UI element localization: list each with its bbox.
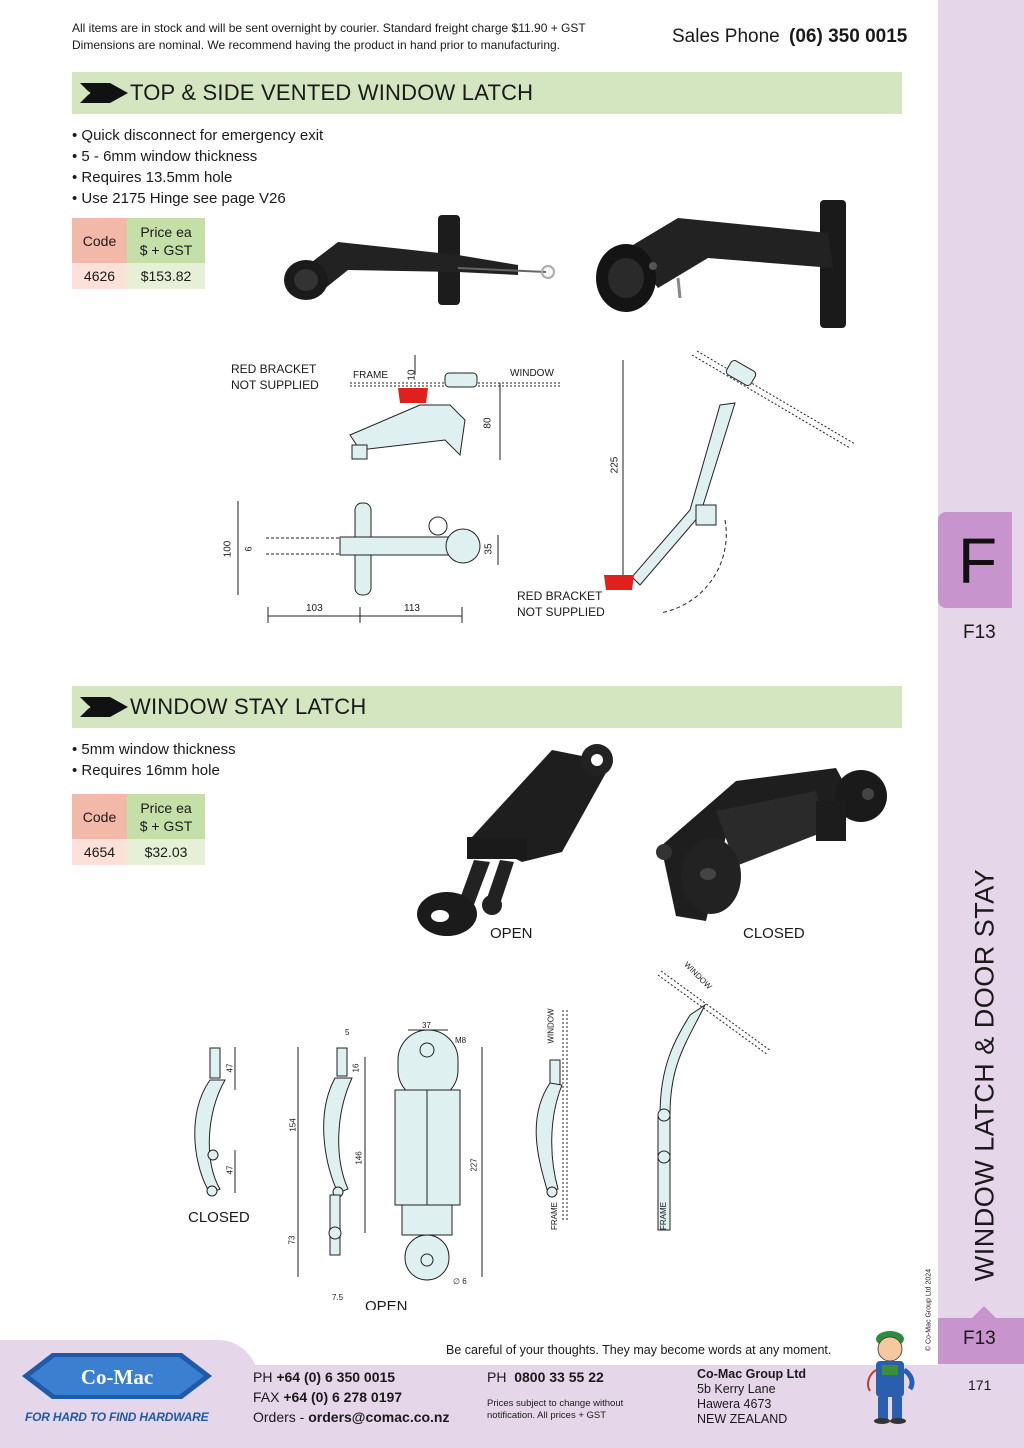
- orders-email-link[interactable]: orders@comac.co.nz: [308, 1409, 450, 1425]
- price-note: Prices subject to change without notific…: [487, 1398, 624, 1421]
- freephone: PH 0800 33 55 22: [487, 1369, 604, 1385]
- product-price: $32.03: [127, 839, 205, 865]
- stay-latch-drawing: [194, 970, 772, 1281]
- page-tab: F13: [938, 1306, 1024, 1364]
- closed-label: CLOSED: [743, 925, 805, 942]
- product-code: 4654: [72, 839, 127, 865]
- header-note-line1: All items are in stock and will be sent …: [72, 21, 586, 35]
- dimension-label: 100: [222, 540, 234, 558]
- copyright: © Co-Mac Group Ltd 2024: [925, 1268, 933, 1352]
- product-code: 4626: [72, 263, 127, 289]
- header-note: All items are in stock and will be sent …: [72, 20, 586, 54]
- open-label: OPEN: [490, 925, 533, 942]
- price-table: Code Price ea$ + GST 4626 $153.82: [72, 218, 205, 289]
- dimension-label: 73: [287, 1235, 297, 1245]
- comac-logo: Co-Mac: [22, 1353, 212, 1399]
- dimension-label: 5: [345, 1028, 350, 1037]
- dimension-label: 7.5: [332, 1293, 344, 1302]
- stay-latch-photo-open: [417, 744, 613, 936]
- price-header: Price ea$ + GST: [127, 218, 205, 263]
- vented-latch-drawing: [237, 350, 856, 623]
- list-item: • Use 2175 Hinge see page V26: [72, 190, 286, 207]
- closed-drawing-label: CLOSED: [188, 1209, 250, 1226]
- dimension-label: 113: [404, 603, 420, 614]
- product-price: $153.82: [127, 263, 205, 289]
- section-title: WINDOW STAY LATCH: [130, 694, 367, 719]
- feature-list: • Quick disconnect for emergency exit • …: [72, 125, 323, 209]
- sidebar-title: WINDOW LATCH & DOOR STAY: [969, 868, 1000, 1282]
- section-header-stay-latch: WINDOW STAY LATCH: [72, 686, 902, 728]
- footer-quote: Be careful of your thoughts. They may be…: [446, 1343, 832, 1357]
- tagline: FOR HARD TO FIND HARDWARE: [25, 1410, 209, 1424]
- price-header: Price ea$ + GST: [127, 794, 205, 839]
- open-drawing-label: OPEN: [365, 1298, 408, 1310]
- window-label: WINDOW: [546, 1008, 556, 1044]
- sidebar: [938, 0, 1024, 1448]
- section-title: TOP & SIDE VENTED WINDOW LATCH: [130, 80, 534, 105]
- window-label: WINDOW: [510, 368, 554, 379]
- contact-info: PH +64 (0) 6 350 0015 FAX +64 (0) 6 278 …: [253, 1369, 450, 1425]
- latch-photo-left: [284, 215, 555, 305]
- sales-phone: Sales Phone (06) 350 0015: [672, 26, 907, 48]
- frame-label: FRAME: [659, 1202, 668, 1230]
- thread-label: M8: [455, 1036, 467, 1045]
- arrow-icon: [80, 697, 128, 717]
- frame-label: FRAME: [550, 1202, 559, 1230]
- arrow-icon: [80, 83, 128, 103]
- dimension-label: 80: [482, 417, 494, 429]
- frame-label: FRAME: [353, 370, 388, 381]
- dimension-label: 154: [288, 1118, 298, 1132]
- dimension-label: 103: [306, 603, 323, 614]
- latch-photo-right: [596, 200, 846, 328]
- stay-latch-photo-closed: [656, 768, 887, 921]
- mascot-icon: [867, 1331, 915, 1424]
- dimension-label: 47: [225, 1165, 235, 1175]
- feature-list: • 5mm window thickness • Requires 16mm h…: [72, 739, 236, 781]
- phone-number[interactable]: +64 (0) 6 350 0015: [276, 1369, 396, 1385]
- dimension-label: 16: [351, 1063, 361, 1073]
- freephone-number[interactable]: 0800 33 55 22: [514, 1369, 604, 1385]
- code-header: Code: [72, 218, 127, 263]
- dimension-label: 146: [354, 1151, 364, 1165]
- code-header: Code: [72, 794, 127, 839]
- sales-phone-number: (06) 350 0015: [789, 26, 908, 47]
- list-item: • 5mm window thickness: [72, 741, 236, 758]
- dimension-label: 35: [483, 543, 495, 555]
- company-address: Co-Mac Group Ltd 5b Kerry Lane Hawera 46…: [697, 1367, 807, 1426]
- dimension-label: 37: [422, 1021, 431, 1030]
- list-item: • Requires 16mm hole: [72, 762, 220, 779]
- price-table: Code Price ea$ + GST 4654 $32.03: [72, 794, 205, 865]
- dimension-label: 6: [243, 546, 254, 552]
- list-item: • Requires 13.5mm hole: [72, 169, 233, 186]
- red-bracket-icon: [604, 575, 634, 590]
- sales-phone-label: Sales Phone: [672, 26, 780, 47]
- fax-number: +64 (0) 6 278 0197: [283, 1389, 403, 1405]
- diameter-label: ∅ 6: [453, 1277, 467, 1286]
- section-tab[interactable]: F: [938, 512, 1012, 608]
- list-item: • 5 - 6mm window thickness: [72, 148, 258, 165]
- tab-page-label: F13: [963, 622, 996, 643]
- section-header-vented-latch: TOP & SIDE VENTED WINDOW LATCH: [72, 72, 902, 114]
- red-bracket-icon: [398, 388, 428, 403]
- logo-text: Co-Mac: [81, 1365, 153, 1389]
- header-note-line2: Dimensions are nominal. We recommend hav…: [72, 38, 561, 52]
- dimension-label: 10: [406, 369, 418, 381]
- page-number: 171: [968, 1377, 992, 1393]
- dimension-label: 47: [225, 1063, 235, 1073]
- dimension-label: 227: [469, 1158, 479, 1172]
- dimension-label: 225: [609, 456, 621, 474]
- list-item: • Quick disconnect for emergency exit: [72, 127, 324, 144]
